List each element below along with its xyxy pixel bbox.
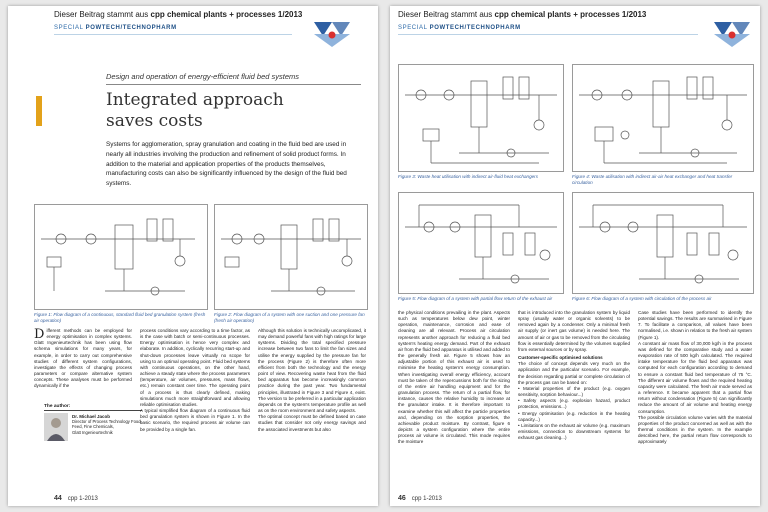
- body-column-2-right-text: that is introduced into the granulation …: [518, 310, 630, 352]
- author-label: The author:: [44, 404, 142, 411]
- right-page: Dieser Beitrag stammt aus cpp chemical p…: [390, 6, 760, 506]
- figure-1-caption: Figure 1: Flow diagram of a continuous, …: [34, 312, 206, 323]
- section-label-right: SPECIAL POWTECH/TECHNOPHARM: [398, 25, 521, 31]
- source-banner: Dieser Beitrag stammt aus cpp chemical p…: [54, 10, 302, 19]
- page-number-right: 46: [398, 495, 406, 502]
- page-footer-left: 44 cpp 1-2013: [54, 495, 98, 502]
- figure-2-caption: Figure 2: Flow diagram of a system with …: [214, 312, 365, 323]
- author-info: Dr. Michael Jacob Director of Process Te…: [72, 414, 142, 435]
- powtech-logo-icon: [712, 20, 752, 48]
- section-topic-right: POWTECH/TECHNOPHARM: [429, 25, 521, 31]
- body-column-1-text: ifferent methods can be employed for ene…: [34, 328, 132, 389]
- article-lead: Systems for agglomeration, spray granula…: [106, 141, 347, 188]
- figure-5-diagram: [398, 192, 564, 294]
- article-title: Integrated approach saves costs: [106, 90, 356, 132]
- body-column-3: Although this solution is technically un…: [258, 328, 366, 432]
- subheading-optimised-solutions: Customer-specific optimised solutions: [518, 355, 603, 361]
- figure-2-diagram: [214, 204, 368, 310]
- banner-prefix: Dieser Beitrag stammt aus: [54, 10, 149, 19]
- author-name: Dr. Michael Jacob: [72, 414, 111, 419]
- banner-publication: cpp chemical plants + processes 1/2013: [150, 10, 303, 19]
- body-column-2-right-text-b: The choice of concept depends very much …: [518, 361, 630, 441]
- title-line-1: Integrated approach: [106, 90, 284, 110]
- figure-6-caption: Figure 6: Flow diagram of a system with …: [572, 296, 712, 301]
- kicker-rule: [106, 84, 361, 85]
- figure-3-diagram: [398, 64, 564, 172]
- figure-6-diagram: [572, 192, 754, 294]
- article-kicker: Design and operation of energy-efficient…: [106, 72, 300, 81]
- title-line-2: saves costs: [106, 111, 203, 131]
- powtech-logo-icon: [312, 20, 352, 48]
- figure-4-caption: Figure 4: Waste utilisation with indirec…: [572, 174, 733, 185]
- header-rule: [54, 34, 292, 35]
- figure-5-caption: Figure 5: Flow diagram of a system with …: [398, 296, 553, 301]
- section-special-right: SPECIAL: [398, 25, 428, 31]
- header-rule-right: [398, 34, 698, 35]
- dropcap: D: [34, 328, 45, 342]
- issue-right: cpp 1-2013: [411, 496, 442, 502]
- banner-prefix-right: Dieser Beitrag stammt aus: [398, 10, 493, 19]
- author-details: Director of Process Technology Food, Fee…: [72, 419, 142, 435]
- author-box: The author: Dr. Michael Jacob Director o…: [44, 404, 142, 442]
- left-page: Dieser Beitrag stammt aus cpp chemical p…: [8, 6, 378, 506]
- issue-left: cpp 1-2013: [67, 496, 98, 502]
- page-number-left: 44: [54, 495, 62, 502]
- section-label: SPECIAL POWTECH/TECHNOPHARM: [54, 25, 177, 31]
- source-banner-right: Dieser Beitrag stammt aus cpp chemical p…: [398, 10, 646, 19]
- banner-publication-right: cpp chemical plants + processes 1/2013: [494, 10, 647, 19]
- figure-4-diagram: [572, 64, 754, 172]
- body-column-3-right: Case studies have been performed to iden…: [638, 310, 752, 445]
- body-column-2-right: that is introduced into the granulation …: [518, 310, 630, 488]
- author-portrait-icon: [44, 413, 68, 441]
- figure-3-caption: Figure 3: Waste heat utilisation with in…: [398, 174, 539, 179]
- accent-bar: [36, 96, 42, 126]
- figure-1-diagram: [34, 204, 208, 310]
- section-topic: POWTECH/TECHNOPHARM: [85, 25, 177, 31]
- section-special: SPECIAL: [54, 25, 84, 31]
- body-column-1-right: the physical conditions prevailing in th…: [398, 310, 510, 445]
- body-column-2: process conditions vary according to a t…: [140, 328, 250, 432]
- page-footer-right: 46 cpp 1-2013: [398, 495, 442, 502]
